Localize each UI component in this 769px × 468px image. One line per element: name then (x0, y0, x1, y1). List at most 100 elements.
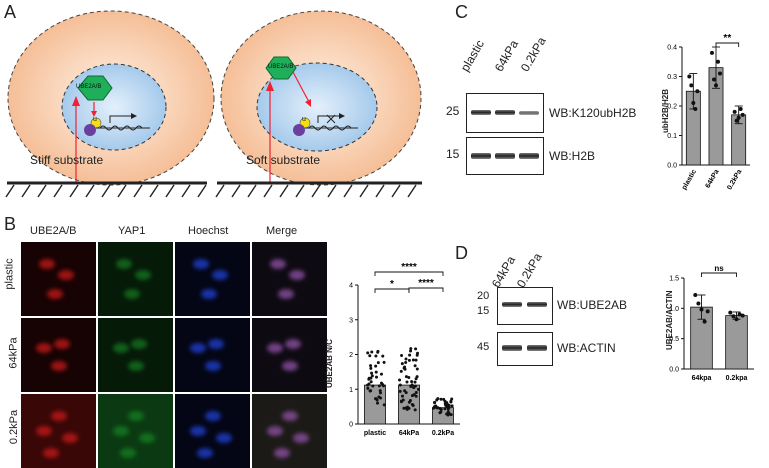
data-point (432, 406, 436, 410)
stiff-substrate (5, 181, 207, 198)
y-tick-label: 3 (349, 317, 353, 324)
micrograph-yap1-plastic (98, 242, 173, 316)
column-label-yap1: YAP1 (118, 225, 146, 237)
micrograph-merge-02kpa (252, 394, 327, 468)
cell-signal (212, 270, 228, 281)
data-point (404, 406, 408, 410)
cell-signal (135, 270, 151, 281)
cell-signal (138, 433, 155, 444)
cell-signal (215, 433, 232, 444)
micrograph-ube2ab-plastic (21, 242, 96, 316)
data-point (376, 401, 380, 405)
cell-signal (204, 411, 221, 422)
data-point (407, 406, 411, 410)
data-point (382, 403, 386, 407)
data-point (400, 362, 404, 366)
cell-signal (43, 448, 59, 459)
data-point (446, 413, 450, 417)
data-point (370, 350, 374, 354)
data-point (381, 384, 385, 388)
y-tick-label: 0.0 (669, 367, 679, 374)
data-point (439, 410, 443, 414)
data-point (377, 384, 381, 388)
data-point (408, 353, 412, 357)
data-point (399, 369, 403, 373)
significance-bracket (408, 287, 444, 292)
data-point (400, 353, 404, 357)
marker-c-25: 25 (446, 104, 460, 118)
data-point (705, 309, 710, 314)
cell-signal (50, 361, 67, 372)
cell-signal (35, 426, 52, 436)
data-point (411, 358, 415, 362)
significance-label: * (390, 279, 394, 290)
data-point (413, 380, 417, 384)
significance-label: **** (418, 278, 434, 289)
micrograph-hoechst-02kpa (175, 394, 250, 468)
blot-label-c-1: WB:K120ubH2B (549, 106, 637, 120)
data-point (398, 383, 402, 387)
ub-symbol-stiff: u (93, 116, 97, 123)
data-point (369, 366, 373, 370)
data-point (435, 406, 439, 410)
stiff-substrate-caption: Stiff substrate (30, 153, 104, 167)
data-point (414, 390, 418, 394)
data-point (374, 370, 378, 374)
cell-signal (277, 288, 294, 299)
cell-signal (285, 338, 302, 349)
micrograph-hoechst-64kpa (175, 318, 250, 392)
y-tick-label: 0.1 (667, 133, 677, 140)
data-point (379, 372, 383, 376)
blot-d-actin (497, 332, 553, 366)
y-tick-label: 1.0 (669, 306, 679, 313)
data-point (378, 389, 382, 393)
data-point (367, 376, 371, 380)
data-point (409, 349, 413, 353)
data-point (443, 399, 447, 403)
cell-signal (112, 426, 129, 436)
data-point (734, 118, 739, 123)
data-point (366, 351, 370, 355)
significance-label: ns (714, 264, 724, 273)
data-point (737, 312, 742, 317)
data-point (740, 112, 745, 117)
data-point (449, 413, 453, 417)
data-point (433, 401, 437, 405)
blot-d-ube2ab (497, 287, 553, 325)
y-tick-label: 0.4 (667, 45, 677, 52)
data-point (376, 361, 380, 365)
data-point (718, 71, 723, 76)
column-label-ube2ab: UBE2A/B (30, 225, 77, 237)
blot-label-d-2: WB:ACTIN (557, 341, 616, 355)
data-point (370, 371, 374, 375)
significance-bracket (374, 271, 444, 276)
x-tick-label: 64kPa (399, 430, 419, 437)
cell-signal (200, 288, 217, 299)
data-point (374, 354, 378, 358)
data-point (450, 404, 454, 408)
nucleus-soft (256, 62, 378, 152)
cell-signal (123, 288, 140, 299)
panel-label-d: D (455, 243, 468, 263)
data-point (405, 380, 409, 384)
data-point (377, 395, 381, 399)
micrograph-merge-64kpa (252, 318, 327, 392)
y-tick-label: 0.0 (667, 163, 677, 170)
cell-signal (127, 411, 144, 422)
data-point (374, 364, 378, 368)
data-point (375, 375, 379, 379)
data-point (407, 375, 411, 379)
data-point (413, 364, 417, 368)
ub-symbol-soft: u (302, 116, 306, 123)
cell-signal (120, 448, 136, 459)
y-tick-label: 0.5 (669, 336, 679, 343)
data-point (404, 375, 408, 379)
blot-c-h2b (466, 137, 544, 175)
y-tick-label: 2 (349, 352, 353, 359)
column-label-merge: Merge (266, 225, 298, 237)
column-label-hoechst: Hoechst (188, 225, 229, 237)
significance-bracket (715, 42, 740, 47)
